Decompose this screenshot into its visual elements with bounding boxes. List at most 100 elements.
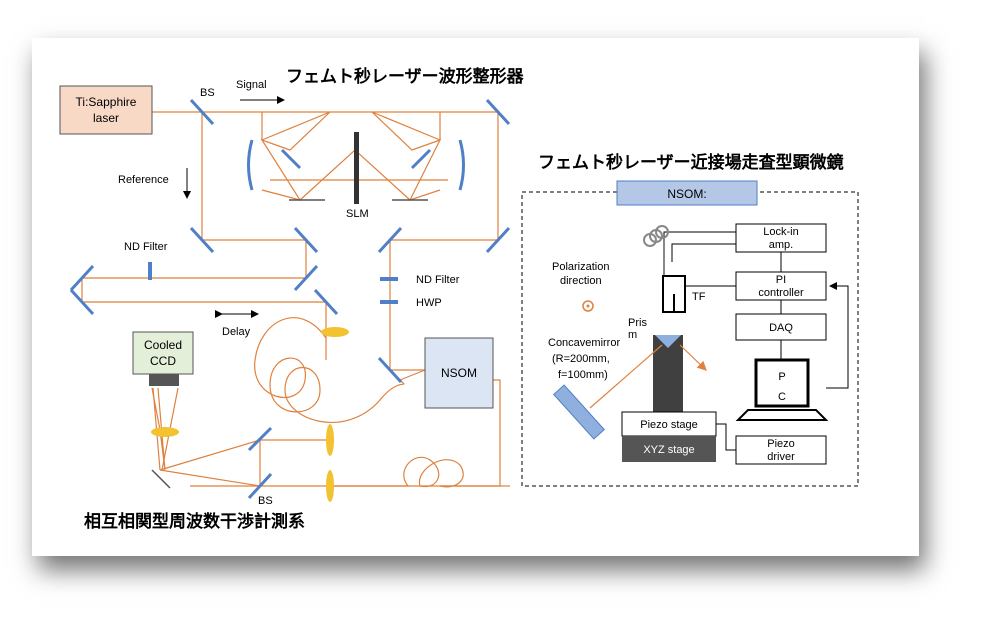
lens-upper — [326, 424, 334, 456]
beam-shaper-right — [371, 111, 442, 202]
slm-label: SLM — [346, 208, 369, 220]
lockin-label-2: amp. — [769, 239, 793, 251]
polarization-symbol-outer — [582, 300, 594, 312]
beam-reference — [81, 112, 327, 330]
fiber-to-nsom — [399, 369, 426, 381]
mirror-nsom-upper — [377, 226, 403, 254]
bs-bottom-mirror — [247, 426, 273, 452]
prism-label-2: m — [628, 329, 637, 341]
beam-main-top — [152, 111, 499, 240]
grating-ccd-base — [151, 469, 171, 489]
piezo-stage-label: Piezo stage — [640, 419, 697, 431]
nsom-box — [424, 337, 494, 409]
wire-fiber-lockin-1 — [663, 231, 736, 252]
piezo-stage — [621, 411, 717, 437]
polarization-label-1: Polarization — [552, 261, 609, 273]
pi-box — [735, 271, 827, 301]
concave-label-1: Concavemirror — [548, 337, 620, 349]
beam-grating-out2 — [159, 469, 261, 487]
wire-pc-feedback — [826, 282, 849, 389]
bs-bottom-label: BS — [258, 495, 273, 507]
bs-top-label: BS — [200, 87, 215, 99]
beam-signal-down — [389, 239, 498, 371]
ccd-box — [132, 331, 194, 375]
pi-label-1: PI — [776, 274, 786, 286]
laser-label-2: laser — [93, 111, 119, 125]
beam-paths — [81, 111, 510, 488]
polarization-label-2: direction — [560, 275, 602, 287]
probe-fiber-coil-3 — [655, 225, 669, 239]
delay-label: Delay — [222, 326, 251, 338]
shaper-mirror-inner-right — [410, 148, 432, 170]
beam-grating-out — [159, 439, 261, 471]
fiber-upper — [254, 317, 405, 423]
lens-lower — [326, 470, 334, 502]
nd-filter-left-label: ND Filter — [124, 241, 168, 253]
ccd-label-1: Cooled — [144, 338, 182, 352]
mirror-delay — [313, 288, 339, 316]
wire-tf-pi — [683, 278, 736, 287]
nsom-banner-label: NSOM: — [667, 187, 706, 201]
probe-to-prism-beam — [679, 344, 707, 371]
mirror-top-right — [485, 98, 511, 126]
wire-fiber-lockin-2 — [671, 243, 736, 262]
prism — [655, 335, 681, 348]
laser-label-1: Ti:Sapphire — [76, 95, 137, 109]
pc-screen — [754, 358, 810, 408]
mirror-left-upper — [69, 264, 95, 292]
lockin-label-1: Lock-in — [763, 226, 798, 238]
gratings — [151, 199, 428, 489]
hwp-label: HWP — [416, 297, 442, 309]
bs-top-mirror — [189, 98, 215, 126]
pc-label-1: P — [778, 371, 785, 383]
prism-label-1: Pris — [628, 317, 647, 329]
bs-bottom-mirror2 — [247, 472, 273, 500]
nsom-system-title: フェムト秒レーザー近接場走査型顕微鏡 — [538, 152, 844, 172]
daq-label: DAQ — [769, 322, 793, 334]
interferometer-title: 相互相関型周波数干渉計測系 — [84, 511, 305, 531]
pc-keyboard — [735, 409, 829, 421]
beam-shaper-left — [260, 111, 331, 201]
piezo-driver-box — [735, 435, 827, 465]
signal-label: Signal — [236, 79, 267, 91]
piezo-driver-label-2: driver — [767, 451, 795, 463]
daq-box — [735, 313, 827, 341]
lens-delay — [321, 327, 349, 337]
concave-label-3: f=100mm) — [558, 369, 608, 381]
mirror-ref-return — [293, 264, 319, 292]
xyz-stage-label: XYZ stage — [643, 444, 694, 456]
mirror-left-lower — [69, 288, 95, 316]
wire-stage-driver — [716, 423, 736, 451]
shaper-title: フェムト秒レーザー波形整形器 — [286, 66, 525, 86]
laser-box — [59, 85, 153, 135]
concave-label-2: (R=200mm, — [552, 353, 610, 365]
shaper-mirror-inner-left — [280, 148, 302, 170]
hwp-element — [380, 300, 398, 304]
nsom-banner — [616, 180, 758, 206]
nd-filter-left — [148, 262, 152, 280]
mirror-nsom-lower — [377, 356, 403, 384]
polarization-symbol-inner — [586, 304, 590, 308]
lockin-box — [735, 223, 827, 253]
mirror-ref-bottom-left — [189, 226, 215, 254]
fiber-lower — [330, 456, 500, 488]
ccd-label-2: CCD — [150, 354, 176, 368]
mirror-ref-right — [293, 226, 319, 254]
tf-label: TF — [692, 291, 706, 303]
reference-label: Reference — [118, 174, 169, 186]
ccd-sensor — [149, 374, 179, 386]
lens-ccd — [151, 427, 179, 437]
mirror-right-lower — [485, 226, 511, 254]
nd-filter-right-label: ND Filter — [416, 274, 460, 286]
pc-label-2: C — [778, 391, 786, 403]
xyz-stage — [622, 436, 716, 462]
shaper-curved-mirror-left — [247, 139, 254, 191]
concave-to-prism-beam — [589, 344, 663, 409]
pi-label-2: controller — [758, 287, 804, 299]
nsom-probe: TF — [643, 225, 706, 313]
piezo-driver-label-1: Piezo — [767, 438, 795, 450]
nsom-box-label: NSOM — [441, 366, 477, 380]
slm-element — [354, 132, 359, 204]
